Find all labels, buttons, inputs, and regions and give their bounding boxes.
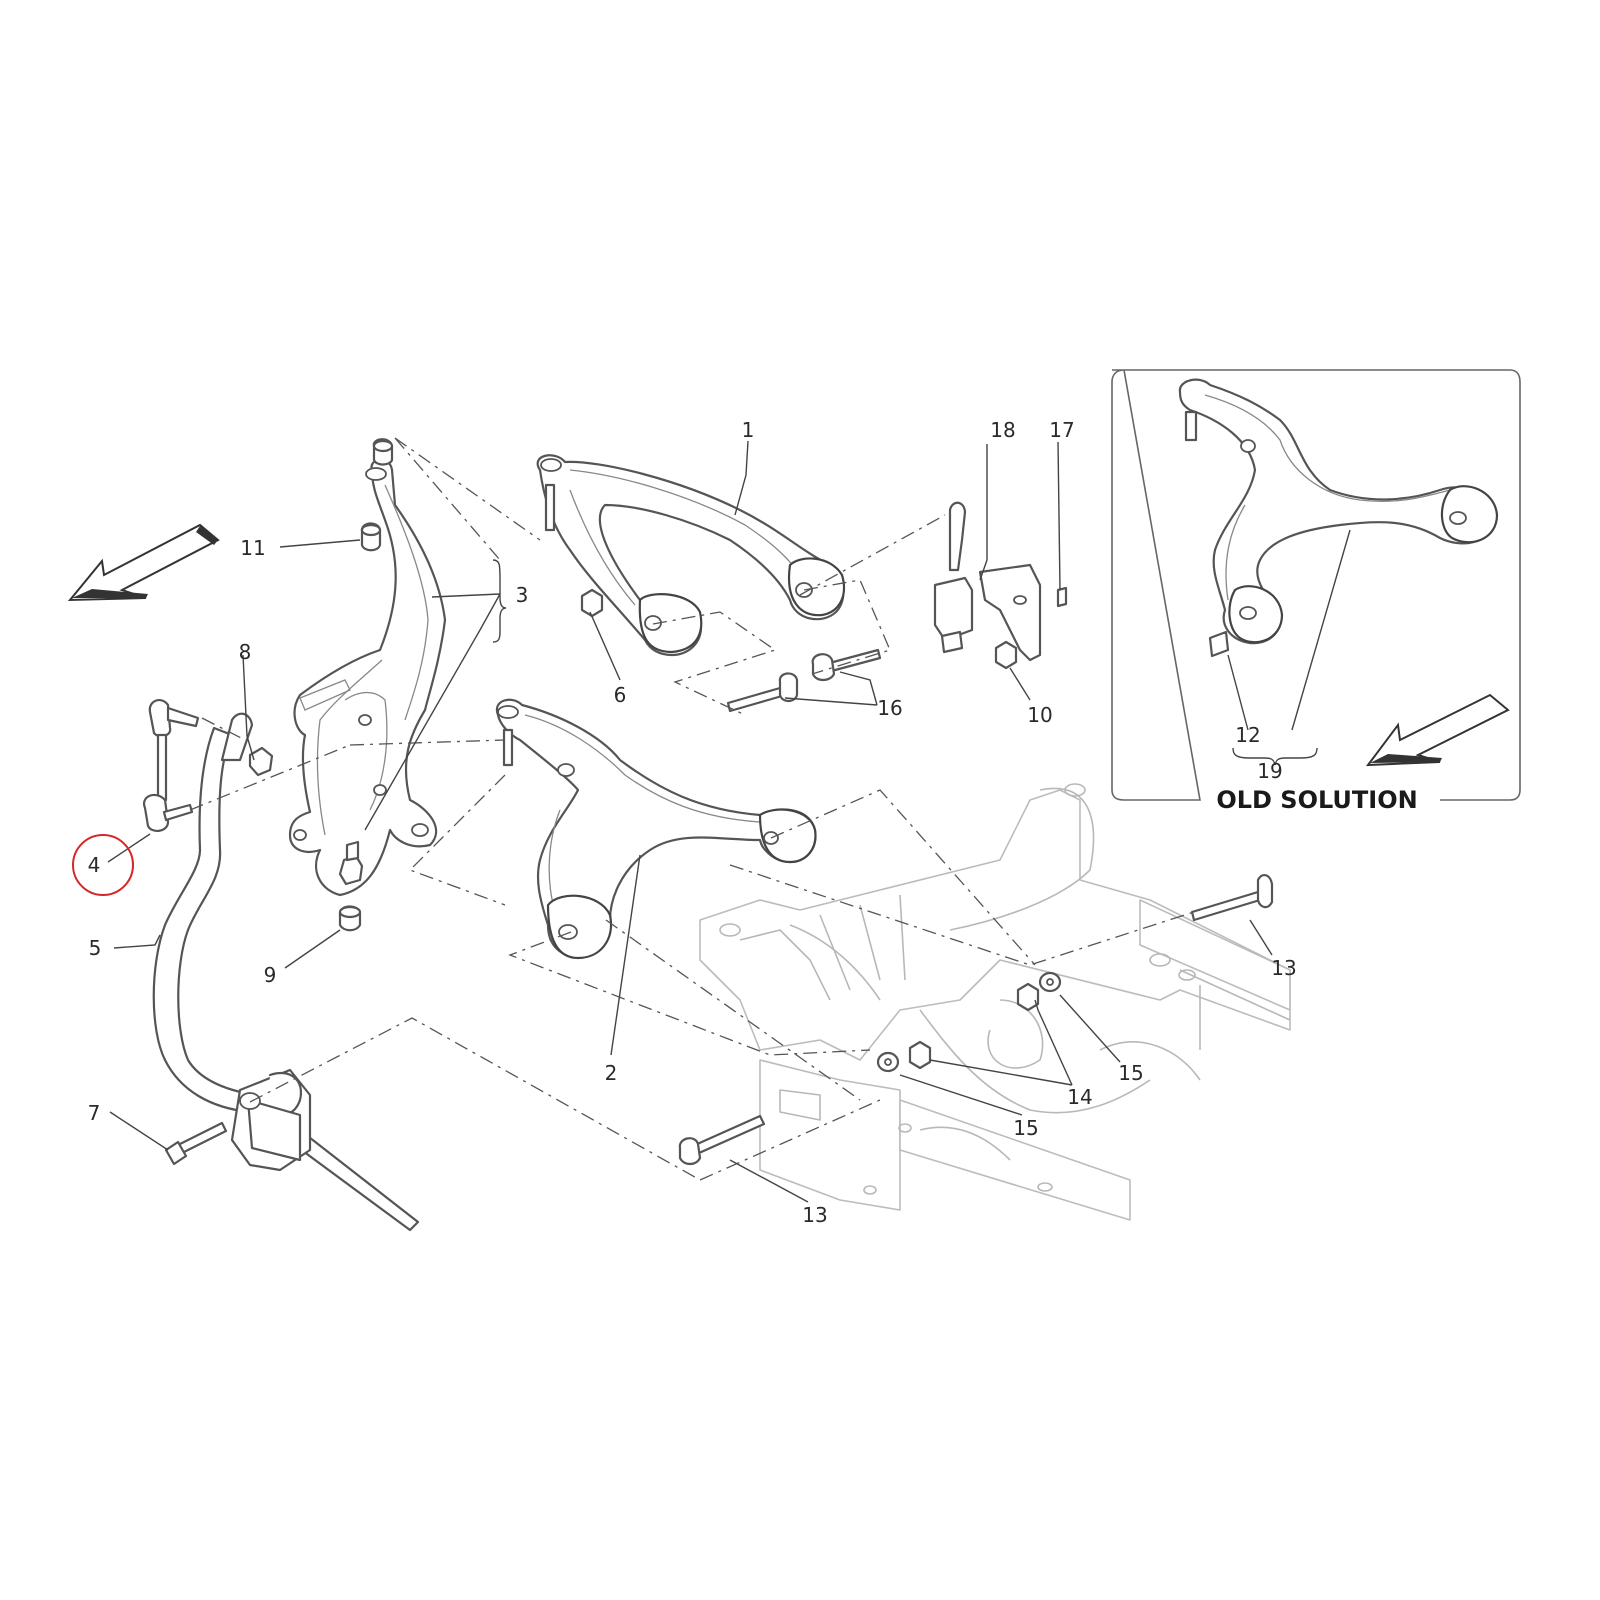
highlight-circle bbox=[72, 834, 134, 896]
ball-joint-stud bbox=[338, 840, 364, 886]
inset-control-arm bbox=[1178, 378, 1499, 658]
callout-3: 3 bbox=[516, 583, 529, 607]
callout-9: 9 bbox=[264, 963, 277, 987]
upper-control-arm bbox=[536, 454, 846, 657]
anti-roll-bar-clamp bbox=[230, 1068, 312, 1172]
callout-8: 8 bbox=[239, 640, 252, 664]
callout-1: 1 bbox=[742, 418, 755, 442]
nut-10 bbox=[994, 640, 1018, 670]
direction-arrow-main-icon bbox=[67, 523, 220, 602]
callout-5: 5 bbox=[89, 936, 102, 960]
callout-16: 16 bbox=[877, 696, 902, 720]
direction-arrow-inset-icon bbox=[1365, 693, 1510, 767]
assembly-lines bbox=[189, 437, 1201, 1181]
stabilizer-link-4 bbox=[142, 699, 200, 832]
bolts-16 bbox=[726, 648, 882, 713]
nut-6 bbox=[580, 588, 604, 618]
top-nut bbox=[372, 438, 394, 466]
callout-12: 12 bbox=[1235, 723, 1260, 747]
callout-15-lower: 15 bbox=[1013, 1116, 1038, 1140]
callout-18: 18 bbox=[990, 418, 1015, 442]
inset-caption: OLD SOLUTION bbox=[1216, 786, 1417, 814]
callout-11: 11 bbox=[240, 536, 265, 560]
bolt-13-lower bbox=[678, 1114, 766, 1166]
callout-15-right: 15 bbox=[1118, 1061, 1143, 1085]
washers-14-15 bbox=[876, 971, 1062, 1073]
callout-6: 6 bbox=[614, 683, 627, 707]
callout-4: 4 bbox=[88, 853, 101, 877]
bushing-11 bbox=[360, 522, 382, 552]
steering-knuckle bbox=[288, 458, 447, 897]
old-solution-inset bbox=[1111, 369, 1521, 801]
nut-9 bbox=[338, 905, 362, 932]
bolt-13-right bbox=[1190, 874, 1274, 922]
callout-2: 2 bbox=[605, 1061, 618, 1085]
callout-17: 17 bbox=[1049, 418, 1074, 442]
callout-13-right: 13 bbox=[1271, 956, 1296, 980]
callout-19: 19 bbox=[1257, 759, 1282, 783]
callout-10: 10 bbox=[1027, 703, 1052, 727]
bolt-7 bbox=[164, 1121, 228, 1166]
lower-control-arm bbox=[495, 698, 817, 960]
callout-numbers: 1 2 3 4 5 6 7 8 9 10 11 12 13 13 14 15 1… bbox=[88, 418, 1297, 1227]
callout-7: 7 bbox=[88, 1101, 101, 1125]
screw-17 bbox=[1056, 586, 1068, 608]
height-sensor-18 bbox=[933, 501, 1042, 662]
callout-13-lower: 13 bbox=[802, 1203, 827, 1227]
leader-lines bbox=[107, 440, 1273, 1203]
subframe bbox=[699, 783, 1291, 1221]
nut-8 bbox=[248, 746, 274, 777]
callout-14: 14 bbox=[1067, 1085, 1092, 1109]
